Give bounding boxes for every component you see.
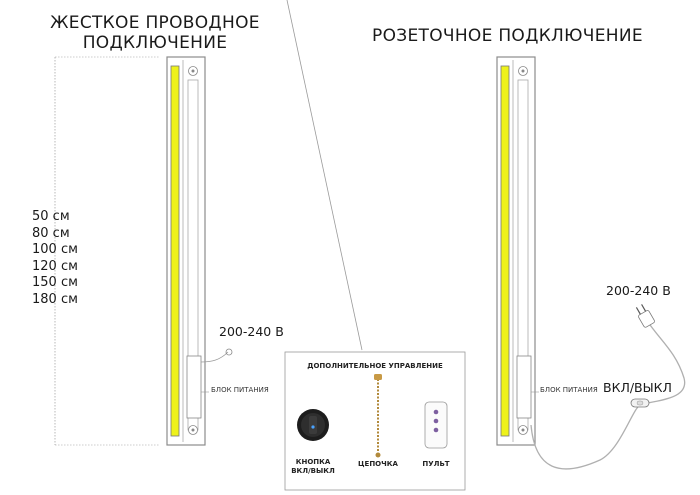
button-caption-line2: ВКЛ/ВЫКЛ <box>291 467 335 475</box>
remote-icon <box>424 401 448 449</box>
size-item: 120 см <box>32 258 78 274</box>
right-lamp <box>496 56 536 446</box>
left-wire <box>200 351 229 363</box>
extra-panel-title: ДОПОЛНИТЕЛЬНОЕ УПРАВЛЕНИЕ <box>307 362 443 370</box>
size-item: 150 см <box>32 275 78 290</box>
button-caption-line1: КНОПКА <box>295 458 331 466</box>
size-item: 180 см <box>32 291 78 307</box>
left-terminal-icon <box>225 348 233 356</box>
right-led-strip <box>500 65 510 437</box>
right-title: РОЗЕТОЧНОЕ ПОДКЛЮЧЕНИЕ <box>372 26 643 46</box>
left-lamp <box>166 56 206 446</box>
size-item: 100 см <box>32 242 78 257</box>
right-psu-label: БЛОК ПИТАНИЯ <box>540 386 598 394</box>
plug-icon <box>635 304 655 328</box>
remote-caption: ПУЛЬТ <box>422 460 450 468</box>
left-led-strip <box>170 65 180 437</box>
divider-line <box>286 0 363 351</box>
right-cable <box>530 321 686 470</box>
size-list: 50 см 80 см 100 см 120 см 150 см 180 см <box>32 209 80 308</box>
right-power-supply-box <box>516 355 532 419</box>
right-voltage-label: 200-240 В <box>606 283 671 298</box>
chain-caption: ЦЕПОЧКА <box>358 460 398 468</box>
left-title-line1: ЖЕСТКОЕ ПРОВОДНОЕ <box>50 13 260 33</box>
inline-switch-icon <box>630 398 650 408</box>
left-power-supply-box <box>186 355 202 419</box>
left-voltage-label: 200-240 В <box>219 324 284 339</box>
round-switch-icon <box>297 409 329 441</box>
size-item: 80 см <box>32 225 70 241</box>
size-item: 50 см <box>32 209 70 224</box>
button-caption: КНОПКА ВКЛ/ВЫКЛ <box>291 458 335 476</box>
left-title-line2: ПОДКЛЮЧЕНИЕ <box>82 33 228 53</box>
pull-chain-icon <box>374 374 382 458</box>
left-psu-label: БЛОК ПИТАНИЯ <box>211 386 269 394</box>
switch-label: ВКЛ/ВЫКЛ <box>603 380 672 395</box>
